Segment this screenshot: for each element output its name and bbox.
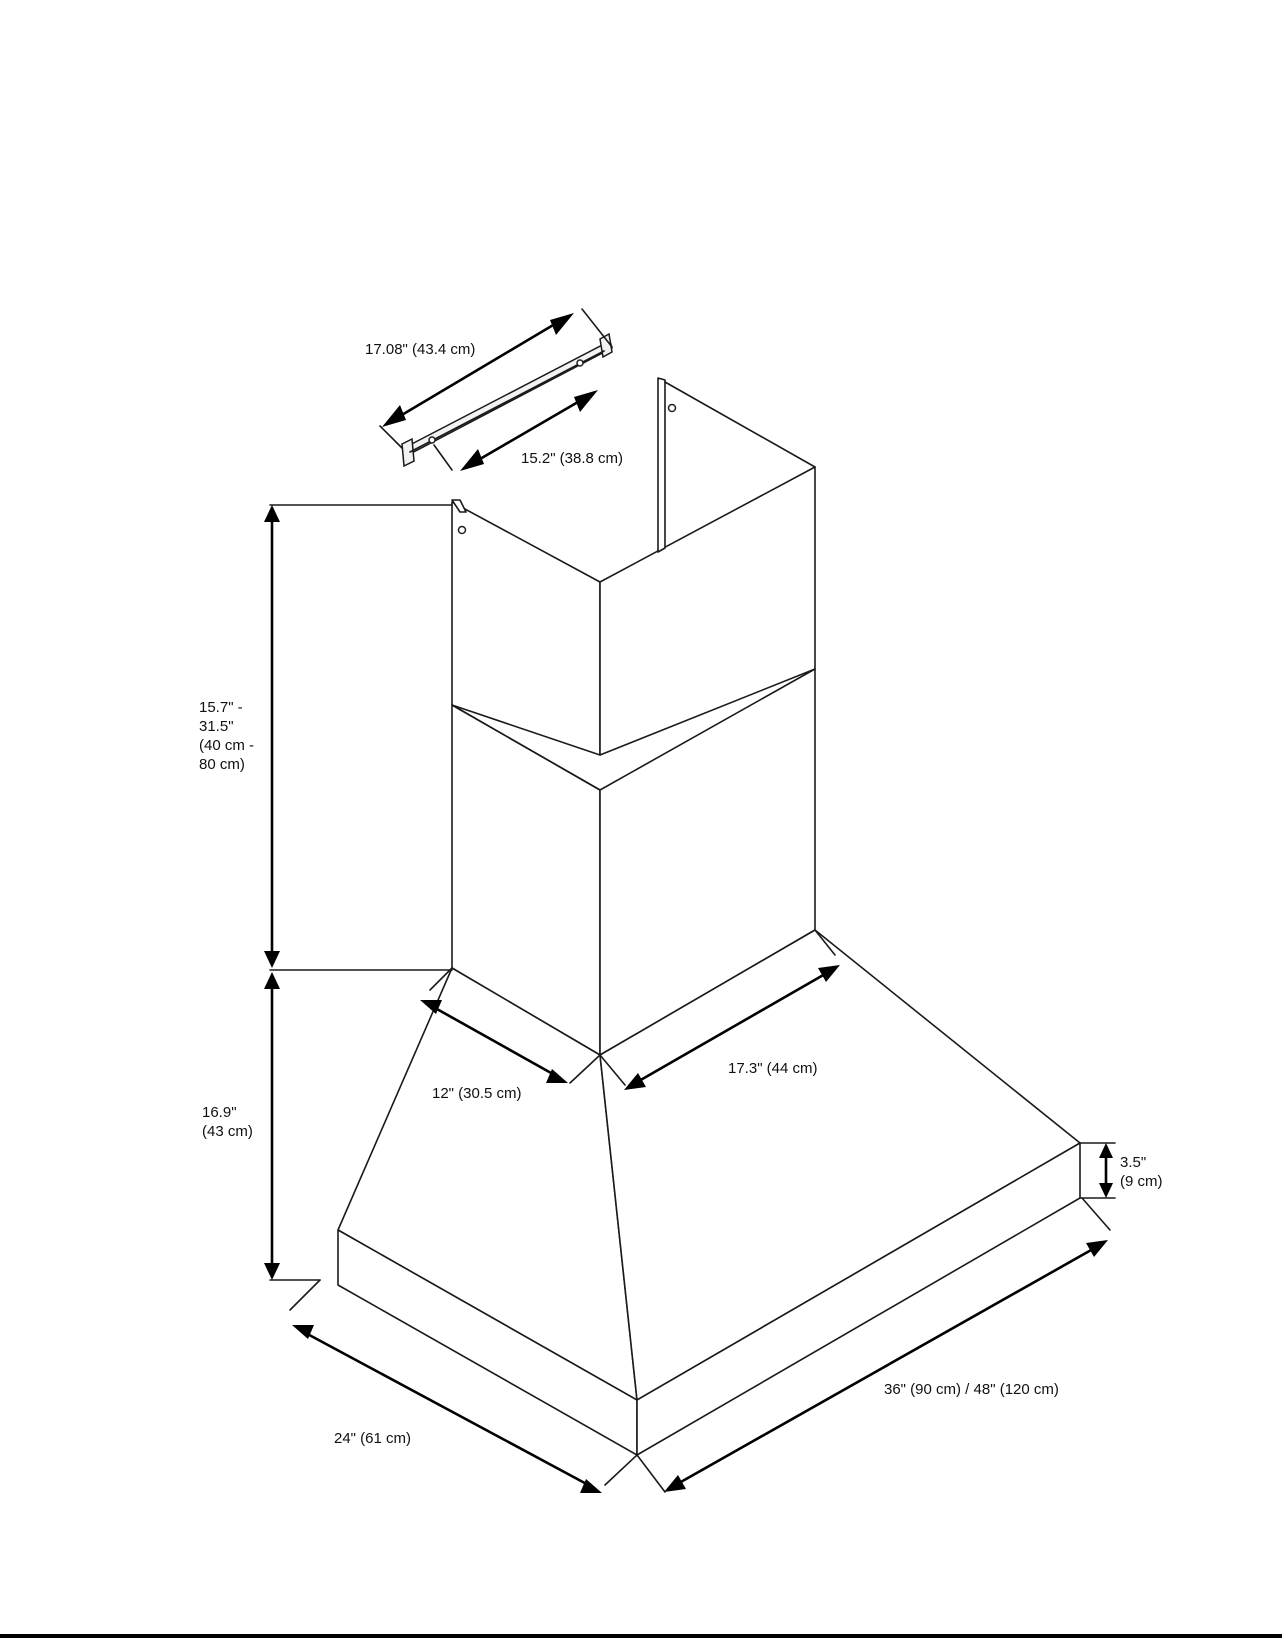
dimension-arrow-rim-height <box>1099 1143 1113 1198</box>
svg-text:80 cm): 80 cm) <box>199 756 245 773</box>
svg-text:(43 cm): (43 cm) <box>202 1123 253 1140</box>
label-chimney-depth: 12" (30.5 cm) <box>432 1085 522 1102</box>
svg-text:3.5": 3.5" <box>1120 1154 1146 1171</box>
label-hood-width: 36" (90 cm) / 48" (120 cm) <box>884 1381 1059 1398</box>
svg-text:15.7" -: 15.7" - <box>199 699 243 716</box>
label-chimney-width: 17.3" (44 cm) <box>728 1060 818 1077</box>
label-bracket-length: 17.08" (43.4 cm) <box>365 341 475 358</box>
chimney-hole-back <box>669 405 676 412</box>
chimney-hole-left <box>459 527 466 534</box>
bracket-hole-right <box>577 360 583 366</box>
dimension-arrow-canopy-height <box>264 972 280 1280</box>
canopy <box>338 930 1080 1455</box>
svg-text:(40 cm -: (40 cm - <box>199 737 254 754</box>
bracket-hole-left <box>429 437 435 443</box>
label-rim-height: 3.5" (9 cm) <box>1120 1154 1163 1190</box>
bottom-rule <box>0 1634 1282 1638</box>
label-bracket-hole-spacing: 15.2" (38.8 cm) <box>521 450 623 467</box>
svg-text:(9 cm): (9 cm) <box>1120 1173 1163 1190</box>
dimension-arrow-chimney-height <box>264 505 280 968</box>
svg-text:16.9": 16.9" <box>202 1104 237 1121</box>
chimney <box>452 378 815 1055</box>
label-chimney-height: 15.7" - 31.5" (40 cm - 80 cm) <box>199 699 254 773</box>
svg-text:31.5": 31.5" <box>199 718 234 735</box>
label-canopy-height: 16.9" (43 cm) <box>202 1104 253 1140</box>
label-hood-depth: 24" (61 cm) <box>334 1430 411 1447</box>
